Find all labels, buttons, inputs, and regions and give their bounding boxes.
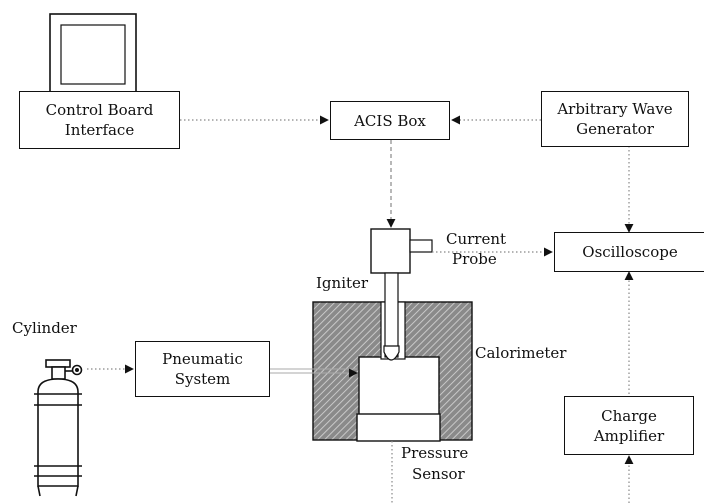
pressure-sensor-label-line1: Pressure <box>401 444 469 462</box>
control-board-interface-box: Control Board Interface <box>19 91 180 149</box>
acis-box: ACIS Box <box>330 101 450 140</box>
arbitrary-wave-generator-box: Arbitrary Wave Generator <box>541 91 689 147</box>
oscilloscope-label: Oscilloscope <box>582 243 678 261</box>
pneumatic-system-box: Pneumatic System <box>135 341 270 397</box>
wave-generator-label-line1: Arbitrary Wave <box>557 100 673 118</box>
acis-box-label: ACIS Box <box>354 111 426 130</box>
igniter-label: Igniter <box>316 274 369 292</box>
pneumatic-label-line1: Pneumatic <box>162 350 243 368</box>
calorimeter-label: Calorimeter <box>475 344 567 362</box>
pneumatic-label-line2: System <box>174 370 231 388</box>
control-board-label-line1: Control Board <box>45 101 154 119</box>
current-probe-label-line2: Probe <box>452 250 497 268</box>
pressure-sensor-label-line2: Sensor <box>412 465 465 483</box>
current-probe-label-line1: Current <box>446 230 507 248</box>
charge-amplifier-label-line1: Charge <box>601 406 657 425</box>
connectors <box>87 115 634 503</box>
wave-generator-label-line2: Generator <box>576 120 654 138</box>
oscilloscope-box: Oscilloscope <box>554 232 704 272</box>
cylinder-label: Cylinder <box>12 319 77 337</box>
monitor-icon <box>49 13 137 93</box>
cylinder-icon <box>34 359 83 497</box>
igniter-assembly <box>370 228 433 361</box>
control-board-label-line2: Interface <box>64 121 135 139</box>
charge-amplifier-box: Charge Amplifier <box>564 396 694 455</box>
charge-amplifier-label-line2: Amplifier <box>593 426 665 445</box>
